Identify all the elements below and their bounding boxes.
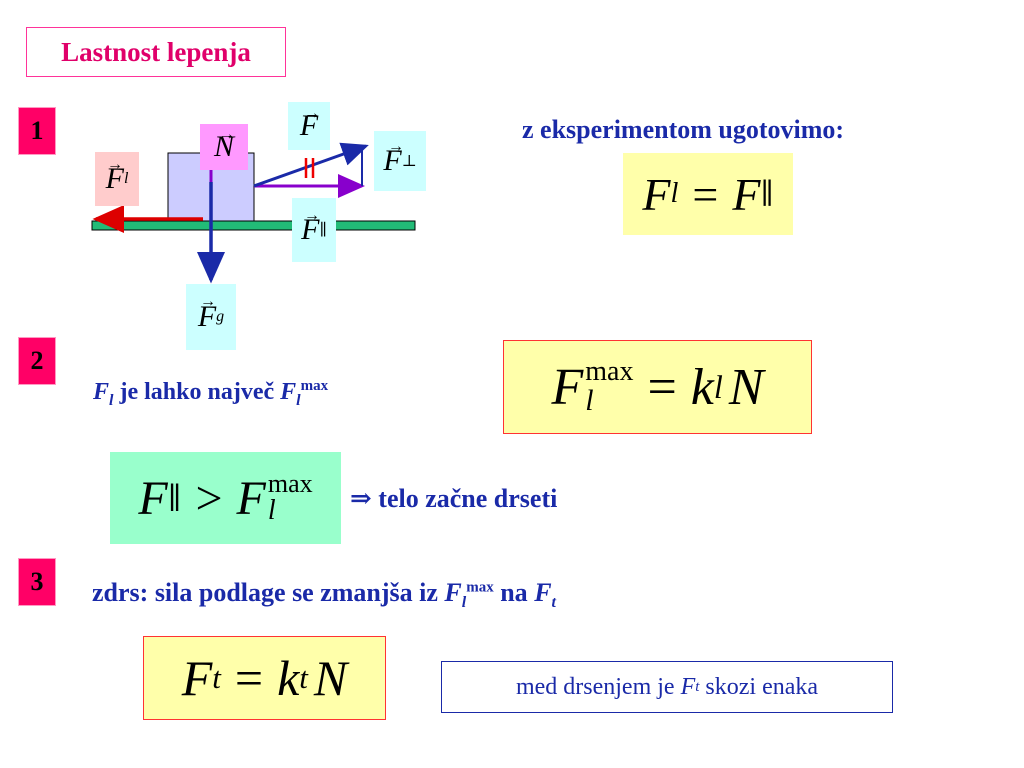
consequence-text: ⇒ telo začne drseti xyxy=(350,484,558,513)
force-F-arrow xyxy=(253,142,369,188)
step3-text: zdrs: sila podlage se zmanjša iz Flmax n… xyxy=(92,578,556,612)
label-Fparallel: → F∥ xyxy=(292,198,336,262)
step-1-badge: 1 xyxy=(18,107,56,155)
ground xyxy=(91,220,416,231)
step2-text: Fl je lahko največ Flmax xyxy=(93,378,329,409)
step1-text: z eksperimentom ugotovimo: xyxy=(522,115,845,144)
step-3-badge: 3 xyxy=(18,558,56,606)
label-Fperp: → F⊥ xyxy=(374,131,426,191)
step-2-badge: 2 xyxy=(18,337,56,385)
page-title: Lastnost lepenja xyxy=(26,27,286,77)
label-N: → N xyxy=(200,124,248,170)
label-F: → F xyxy=(288,102,330,150)
